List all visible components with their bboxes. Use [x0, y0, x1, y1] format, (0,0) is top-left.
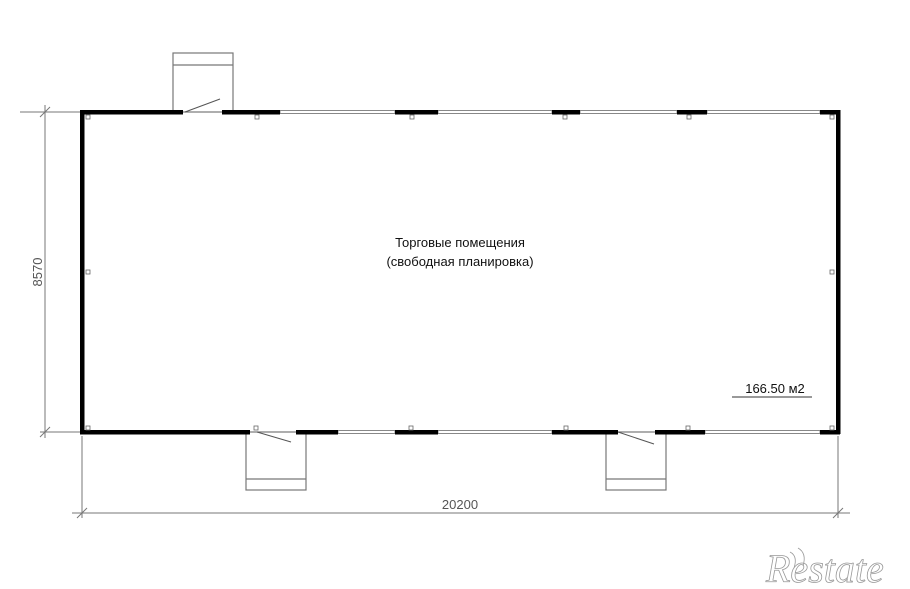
- svg-text:Restate: Restate: [765, 546, 884, 589]
- windows: [279, 110, 821, 434]
- restate-logo: Restate: [765, 546, 885, 589]
- room-area: 166.50 м2: [745, 381, 805, 396]
- width-dimension: 20200: [442, 497, 478, 512]
- dimension-lines: [20, 105, 850, 519]
- walls: [80, 110, 841, 435]
- doors: [184, 98, 655, 445]
- room-name: Торговые помещения: [395, 235, 525, 250]
- columns: [85, 114, 835, 431]
- height-dimension: 8570: [30, 258, 45, 287]
- room-subtitle: (свободная планировка): [386, 254, 533, 269]
- porches: [172, 52, 667, 491]
